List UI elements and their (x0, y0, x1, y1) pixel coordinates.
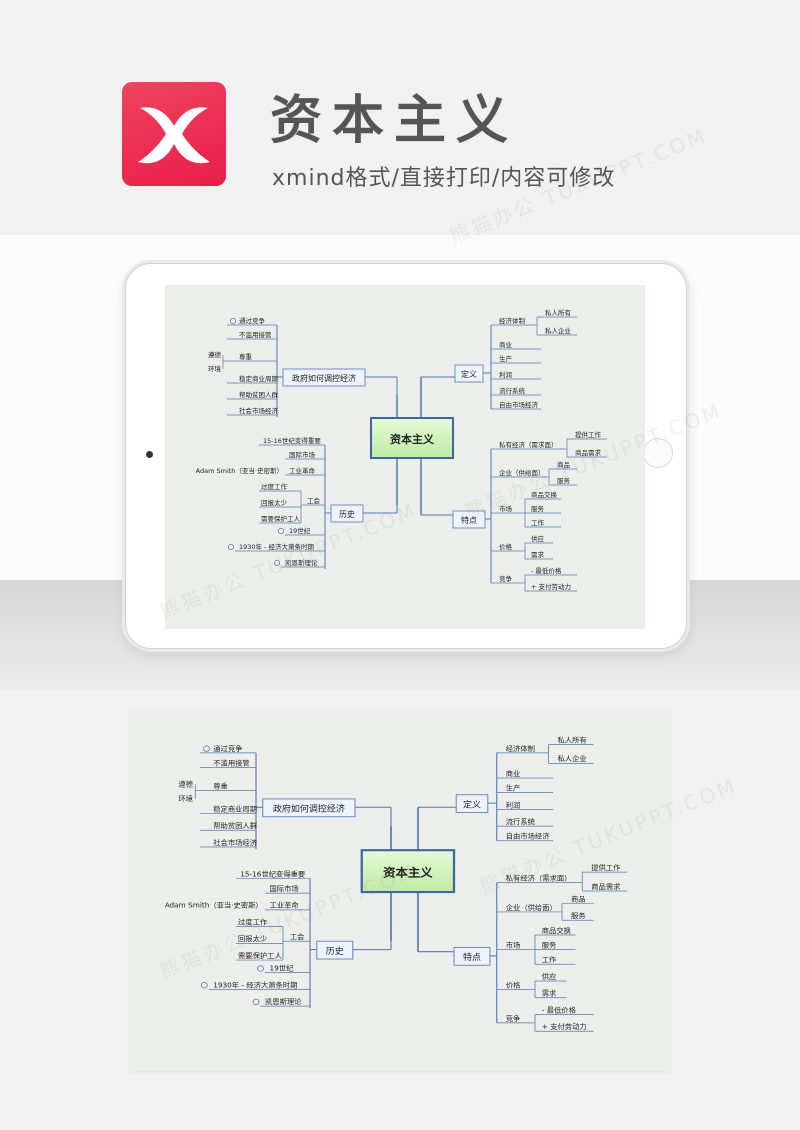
topic-node: 价格 (506, 981, 521, 990)
topic-node: 社会市场经济 (213, 838, 257, 847)
topic-node: 市场 (506, 941, 521, 950)
topic-node: 服务 (571, 911, 586, 920)
topic-node: 私有经济（需求面） (499, 440, 558, 449)
topic-node: 生产 (506, 784, 521, 793)
topic-node: 不滥用接管 (239, 330, 272, 339)
topic-node: 1930年 - 经济大萧条时期 (213, 981, 297, 990)
collapse-toggle-icon[interactable] (230, 318, 235, 323)
topic-node: 社会市场经济 (239, 406, 279, 415)
topic-node: Adam Smith（亚当·史密斯） (165, 901, 263, 910)
topic-node: 利润 (499, 370, 512, 379)
topic-node: 自由市场经济 (506, 832, 550, 841)
topic-node: 工会 (307, 496, 321, 505)
topic-node: 回报太少 (261, 498, 288, 507)
collapse-toggle-icon[interactable] (258, 966, 264, 971)
topic-node: 商品交换 (542, 926, 571, 935)
topic-node: 私人企业 (545, 326, 572, 335)
topic-node: 商品 (571, 895, 586, 904)
branch-features-label: 特点 (463, 951, 481, 963)
preview-sheet: 资本主义政府如何调控经济通过竞争不滥用接管尊重稳定商业周期帮助贫困人群社会市场经… (130, 711, 670, 1071)
topic-node: 供应 (531, 534, 545, 543)
xmind-x-icon (122, 82, 226, 186)
topic-node: 服务 (542, 941, 557, 950)
topic-node: + 支付劳动力 (542, 1022, 587, 1031)
topic-node: 遵德 (208, 350, 222, 359)
topic-node: 工会 (290, 932, 305, 941)
topic-node: 竞争 (499, 574, 513, 583)
topic-node: 通过竞争 (213, 744, 242, 753)
topic-node: 提供工作 (575, 430, 602, 439)
topic-node: 工作 (531, 518, 545, 527)
topic-node: - 最低价格 (542, 1006, 576, 1015)
topic-node: 利润 (506, 801, 521, 810)
topic-node: 环境 (178, 794, 193, 803)
topic-node: 不滥用接管 (213, 759, 250, 768)
branch-definition-label: 定义 (463, 799, 481, 811)
collapse-toggle-icon[interactable] (253, 999, 259, 1004)
collapse-toggle-icon[interactable] (204, 746, 210, 751)
topic-node: 生产 (499, 354, 513, 363)
topic-node: + 支付劳动力 (531, 582, 571, 591)
topic-node: 国际市场 (270, 884, 299, 893)
topic-node: 国际市场 (289, 450, 316, 459)
topic-node: 提供工作 (591, 863, 620, 872)
topic-node: 经济体制 (506, 744, 535, 753)
topic-node: 流行系统 (506, 817, 535, 826)
topic-node: 竞争 (506, 1014, 521, 1023)
topic-node: 经济体制 (499, 316, 526, 325)
topic-node: 通过竞争 (239, 316, 266, 325)
topic-node: 商业 (506, 769, 521, 778)
branch-government-label: 政府如何调控经济 (273, 803, 345, 815)
topic-node: 环境 (208, 364, 222, 373)
branch-history-label: 历史 (326, 945, 344, 957)
topic-node: 需求 (531, 550, 545, 559)
topic-node: 19世纪 (270, 964, 294, 973)
topic-node: Adam Smith（亚当·史密斯） (196, 466, 283, 475)
topic-node: 私人企业 (558, 754, 587, 763)
topic-node: 15-16世纪变得重要 (240, 870, 305, 879)
branch-definition-label: 定义 (461, 369, 477, 379)
topic-node: 帮助贫困人群 (213, 821, 257, 830)
central-topic-label: 资本主义 (390, 432, 435, 446)
topic-node: 工业革命 (289, 466, 316, 475)
topic-node: 尊重 (213, 782, 228, 791)
topic-node: 稳定商业周期 (239, 374, 279, 383)
branch-government-label: 政府如何调控经济 (292, 373, 356, 383)
topic-node: 价格 (499, 542, 513, 551)
topic-node: 商业 (499, 340, 513, 349)
topic-node: 帮助贫困人群 (239, 390, 279, 399)
topic-node: 企业（供给面） (506, 903, 557, 912)
topic-node: 19世纪 (289, 526, 311, 535)
topic-node: 凯恩斯理论 (265, 997, 302, 1006)
topic-node: - 最低价格 (531, 566, 562, 575)
topic-node: 过度工作 (261, 482, 288, 491)
collapse-toggle-icon[interactable] (201, 982, 207, 987)
topic-node: 服务 (531, 504, 545, 513)
collapse-toggle-icon[interactable] (228, 544, 233, 549)
page-title: 资本主义 (270, 78, 518, 153)
topic-node: 商品需求 (591, 882, 620, 891)
topic-node: 尊重 (239, 352, 253, 361)
mindmap-diagram-large: 资本主义政府如何调控经济通过竞争不滥用接管尊重稳定商业周期帮助贫困人群社会市场经… (130, 711, 670, 1071)
collapse-toggle-icon[interactable] (278, 528, 283, 533)
topic-node: 15-16世纪变得重要 (263, 436, 321, 445)
topic-node: 流行系统 (499, 386, 526, 395)
topic-node: 遵德 (178, 780, 193, 789)
topic-node: 需求 (542, 989, 557, 998)
topic-node: 需要保护工人 (261, 514, 301, 523)
topic-node: 私人所有 (545, 308, 572, 317)
tablet-camera (146, 451, 153, 458)
topic-node: 工作 (542, 955, 557, 964)
topic-node: 稳定商业周期 (213, 805, 257, 814)
topic-node: 私人所有 (558, 736, 587, 745)
topic-node: 自由市场经济 (499, 400, 539, 409)
app-logo (122, 82, 226, 186)
topic-node: 供应 (542, 972, 557, 981)
